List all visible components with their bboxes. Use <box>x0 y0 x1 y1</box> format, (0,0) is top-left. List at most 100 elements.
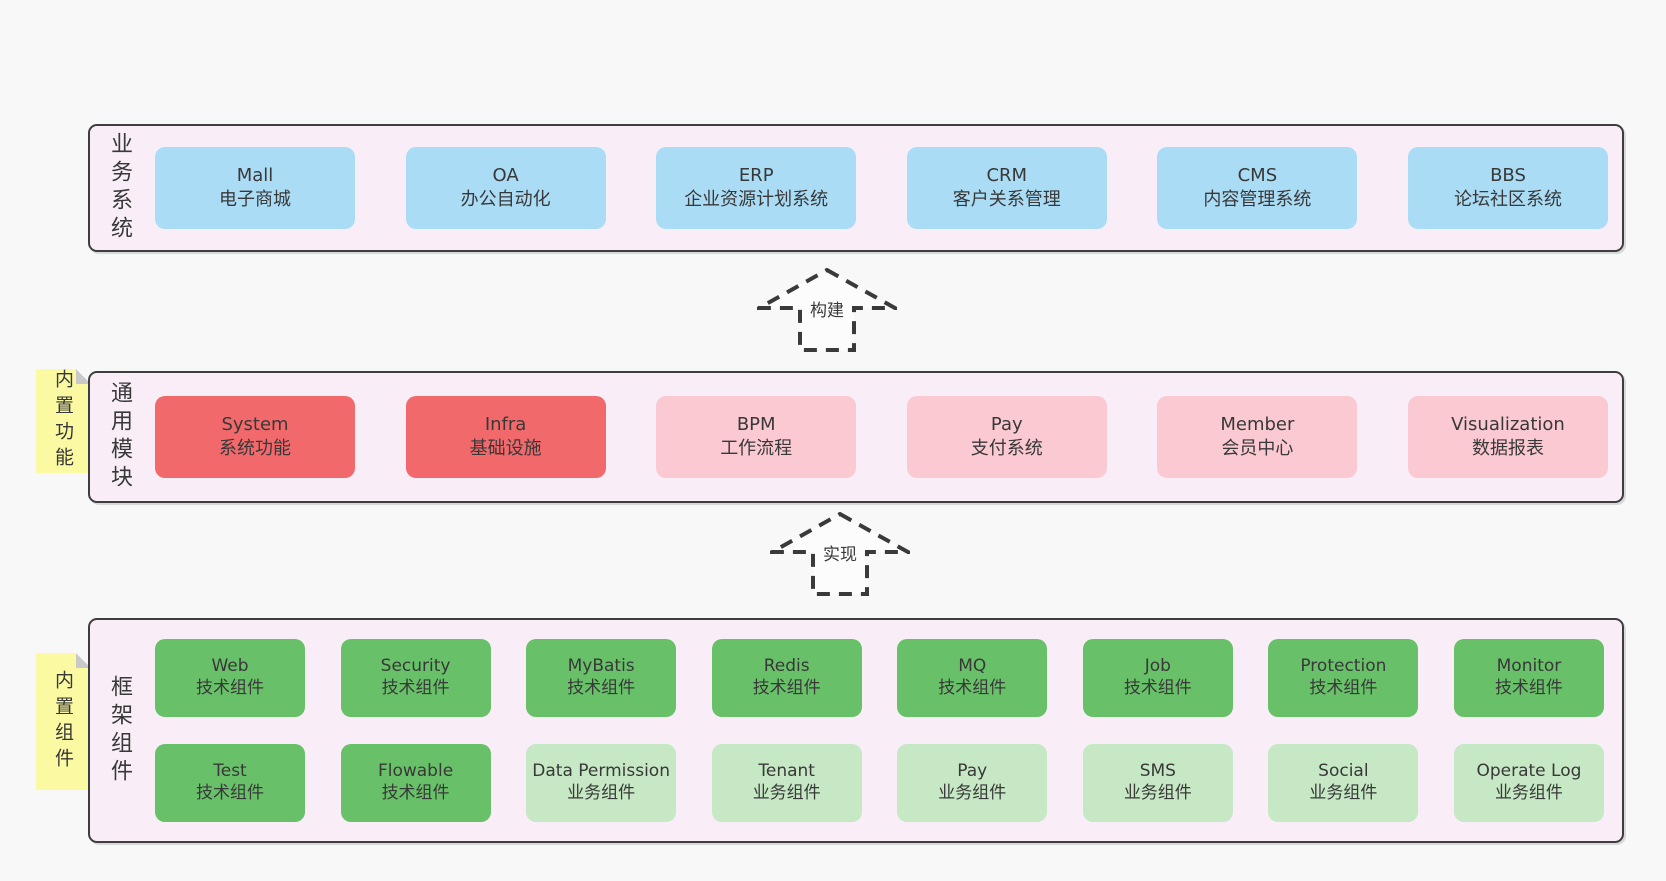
module-box-desc: 技术组件 <box>196 678 264 698</box>
module-box-desc: 论坛社区系统 <box>1453 189 1562 210</box>
implement-arrow-label: 实现 <box>819 539 861 566</box>
module-box-desc: 客户关系管理 <box>952 189 1061 210</box>
module-box-name: Security <box>380 656 451 677</box>
module-box-desc: 技术组件 <box>1309 678 1378 698</box>
module-box-name: ERP <box>738 165 774 187</box>
module-box-name: Pay <box>990 414 1023 436</box>
module-box-desc: 业务组件 <box>752 783 821 803</box>
module-box-desc: 系统功能 <box>219 438 291 459</box>
module-box-name: Flowable <box>377 761 454 782</box>
module-box-name: MQ <box>958 656 987 677</box>
module-box-desc: 技术组件 <box>938 678 1007 698</box>
module-box-desc: 数据报表 <box>1471 438 1544 459</box>
module-box-desc: 工作流程 <box>720 438 793 459</box>
module-box-name: Data Permission <box>532 761 670 782</box>
sticky-note-built-in-components: 内置组件 <box>36 653 91 790</box>
module-box-desc: 业务组件 <box>1309 783 1378 803</box>
module-box-name: BBS <box>1490 165 1526 187</box>
module-box-name: CMS <box>1237 165 1278 187</box>
module-box-name: SMS <box>1139 761 1176 782</box>
sticky-note-label: 内置功能 <box>52 369 74 473</box>
layer-side-label: 框架组件 <box>107 674 132 787</box>
layer-side-label: 业务系统 <box>107 132 132 244</box>
module-box-name: Operate Log <box>1476 761 1582 782</box>
module-box-name: Visualization <box>1451 414 1565 436</box>
sticky-note-built-in-features: 内置功能 <box>36 369 91 473</box>
module-box-name: Pay <box>957 761 988 782</box>
module-box-name: Member <box>1220 414 1295 436</box>
module-box-desc: 技术组件 <box>381 783 450 803</box>
module-box-name: Protection <box>1300 656 1387 677</box>
module-box-name: Tenant <box>758 761 815 782</box>
module-box-name: Monitor <box>1496 656 1562 677</box>
module-box-desc: 技术组件 <box>1123 678 1192 698</box>
module-box-name: Social <box>1318 761 1369 782</box>
module-box-name: System <box>221 414 289 436</box>
module-box-desc: 会员中心 <box>1221 438 1294 459</box>
module-box-desc: 内容管理系统 <box>1203 189 1312 210</box>
module-box-desc: 技术组件 <box>567 678 636 698</box>
layer-side-label: 通用模块 <box>107 381 132 493</box>
module-box-name: MyBatis <box>567 656 635 677</box>
module-box-name: OA <box>492 165 519 187</box>
module-box-desc: 支付系统 <box>970 438 1043 459</box>
sticky-note-label: 内置组件 <box>52 669 74 774</box>
module-box-name: Job <box>1144 656 1171 677</box>
module-box-desc: 电子商城 <box>219 189 291 210</box>
module-box-desc: 技术组件 <box>196 783 264 803</box>
module-box-name: Test <box>213 761 247 782</box>
module-box-name: Redis <box>763 656 810 677</box>
module-box-desc: 技术组件 <box>752 678 821 698</box>
module-box-desc: 基础设施 <box>469 438 542 459</box>
module-box-desc: 企业资源计划系统 <box>684 189 829 210</box>
module-box-desc: 技术组件 <box>381 678 450 698</box>
module-box-name: Infra <box>484 414 527 436</box>
build-arrow-label: 构建 <box>806 295 848 322</box>
module-box-desc: 业务组件 <box>1123 783 1192 803</box>
module-box-desc: 办公自动化 <box>460 189 551 210</box>
module-box-name: Web <box>211 656 249 677</box>
module-box-name: CRM <box>986 165 1028 187</box>
module-box-name: Mall <box>236 165 274 187</box>
module-box-desc: 业务组件 <box>938 783 1007 803</box>
module-box-name: BPM <box>736 414 776 436</box>
